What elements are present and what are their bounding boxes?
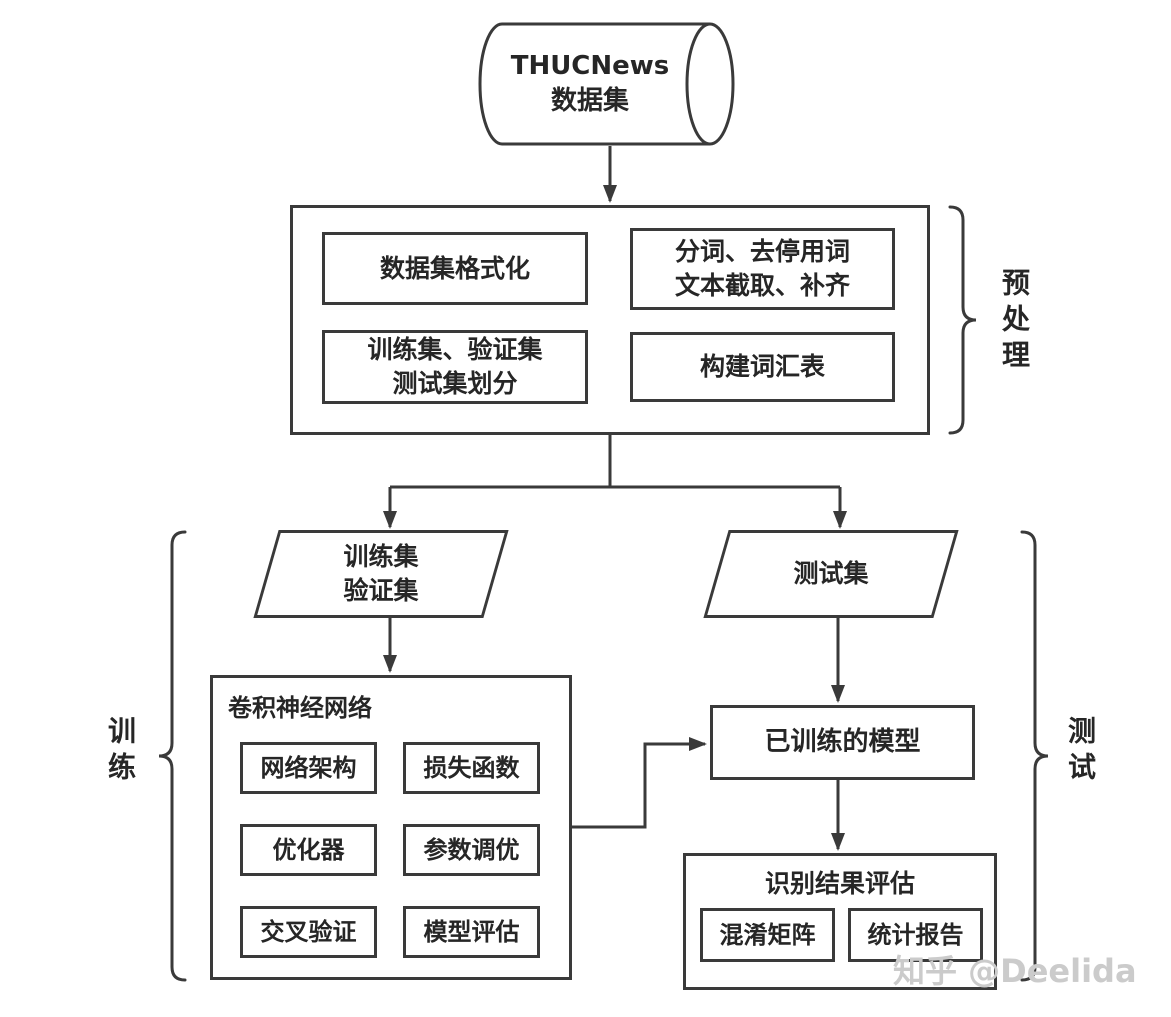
cnn-title: 卷积神经网络 xyxy=(228,694,372,722)
datastore-cylinder-shape xyxy=(478,22,735,146)
preprocess-step-vocab: 构建词汇表 xyxy=(630,332,895,402)
training-brace xyxy=(158,530,187,982)
watermark: 知乎 @Deelida xyxy=(893,952,1137,990)
test-set-parallelogram: 测试集 xyxy=(703,530,959,618)
cnn-item-evaluation: 模型评估 xyxy=(403,906,540,958)
preprocess-step-tokenize: 分词、去停用词 文本截取、补齐 xyxy=(630,228,895,310)
arrow-cnn-to-model xyxy=(572,737,707,829)
preprocess-step-split: 训练集、验证集 测试集划分 xyxy=(322,330,588,404)
test-set-label: 测试集 xyxy=(793,559,869,589)
preprocess-step-format: 数据集格式化 xyxy=(322,232,588,305)
trained-model-box: 已训练的模型 xyxy=(710,705,975,780)
cnn-item-tuning: 参数调优 xyxy=(403,824,540,876)
preprocessing-brace xyxy=(948,205,977,435)
cnn-item-optimizer: 优化器 xyxy=(240,824,377,876)
testing-brace xyxy=(1020,530,1049,982)
cnn-item-crossval: 交叉验证 xyxy=(240,906,377,958)
cnn-container-box xyxy=(210,675,572,980)
training-section-label: 训练 xyxy=(104,716,137,788)
datastore-label: THUCNews 数据集 xyxy=(510,50,670,116)
evaluation-item-confusion-matrix: 混淆矩阵 xyxy=(700,908,835,962)
cnn-item-architecture: 网络架构 xyxy=(240,742,377,794)
train-val-set-label: 训练集 验证集 xyxy=(343,542,419,605)
cnn-item-loss: 损失函数 xyxy=(403,742,540,794)
evaluation-item-report: 统计报告 xyxy=(848,908,983,962)
evaluation-title: 识别结果评估 xyxy=(764,869,915,898)
train-val-set-parallelogram: 训练集 验证集 xyxy=(253,530,509,618)
testing-section-label: 测试 xyxy=(1064,716,1097,788)
evaluation-container-box xyxy=(683,853,997,990)
preprocessing-container-box xyxy=(290,205,930,435)
preprocessing-section-label: 预处理 xyxy=(998,268,1031,376)
